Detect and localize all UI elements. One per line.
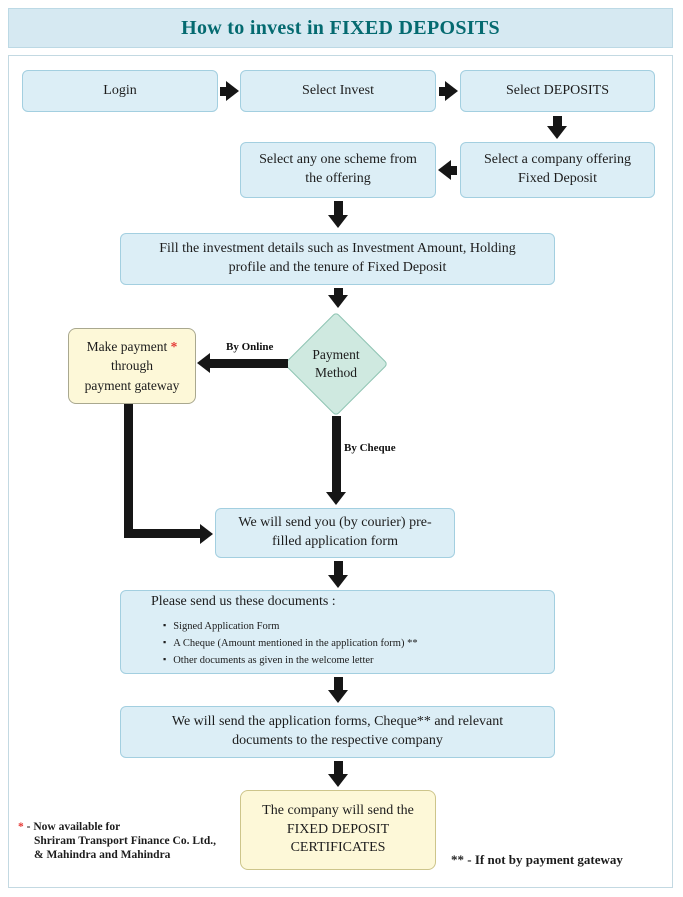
node-select-scheme: Select any one scheme from the offering [240,142,436,198]
footnote-text: - Now available for [26,821,121,833]
node-certificates: The company will send the FIXED DEPOSIT … [240,790,436,870]
footnote-left-line1: * - Now available for [18,820,216,834]
arrow-head [328,575,348,588]
arrow-shaft [552,116,562,126]
arrow-right-icon [439,81,458,101]
arrow-shaft [331,416,341,492]
arrow-shaft [333,288,343,295]
arrow-down-icon [328,761,348,787]
payment-method-label: Payment Method [299,327,373,401]
documents-title: Please send us these documents : [151,593,336,609]
footnote-left-line2: Shriram Transport Finance Co. Ltd., [34,835,216,847]
arrow-right-icon [220,81,239,101]
footnote-left-line3: & Mahindra and Mahindra [34,849,171,861]
node-select-invest: Select Invest [240,70,436,112]
arrow-down-icon [328,201,348,228]
edge-label-by-cheque: By Cheque [344,442,396,454]
arrow-head [328,215,348,228]
asterisk-marker: * [170,338,178,354]
arrow-shaft [333,761,343,774]
page-title: How to invest in FIXED DEPOSITS [181,16,500,39]
edge-label-by-online: By Online [226,341,274,353]
list-item: Signed Application Form [163,620,418,634]
arrow-head [445,81,458,101]
arrow-down-icon [328,288,348,308]
arrow-shaft [220,86,226,96]
make-payment-line2: through [111,358,153,374]
arrow-down-icon [547,116,567,139]
arrow-down-icon [328,561,348,588]
header-bar: How to invest in FIXED DEPOSITS [8,8,673,48]
node-fill-details: Fill the investment details such as Inve… [120,233,555,285]
arrow-shaft [439,86,445,96]
connector-horizontal-segment [124,529,200,538]
arrow-head [197,353,210,373]
arrow-right-icon [200,524,213,544]
arrow-shaft [451,165,457,175]
node-select-deposits: Select DEPOSITS [460,70,655,112]
arrow-shaft [333,561,343,575]
arrow-left-icon [438,160,457,180]
arrow-head [328,774,348,787]
node-send-to-company: We will send the application forms, Cheq… [120,706,555,758]
list-item: Other documents as given in the welcome … [163,654,418,668]
make-payment-line3: payment gateway [84,377,180,393]
arrow-shaft [210,358,288,368]
footnote-left: * - Now available for Shriram Transport … [18,820,216,862]
arrow-down-icon [326,416,346,505]
arrow-left-icon [197,353,288,373]
node-payment-method: Payment Method [283,311,389,417]
arrow-head [547,126,567,139]
arrow-head [328,690,348,703]
make-payment-line1: Make payment * [87,337,178,357]
payment-method-text: Payment Method [312,347,360,380]
documents-list: Signed Application Form A Cheque (Amount… [151,617,418,672]
arrow-head [326,492,346,505]
connector-vertical-segment [124,404,133,538]
node-login: Login [22,70,218,112]
arrow-head [226,81,239,101]
list-item: A Cheque (Amount mentioned in the applic… [163,637,417,651]
make-payment-text: Make payment [86,338,168,354]
arrow-shaft [333,677,343,690]
arrow-head [328,295,348,308]
footnote-right: ** - If not by payment gateway [451,852,623,867]
arrow-shaft [333,201,343,215]
arrow-head [438,160,451,180]
node-make-payment: Make payment * through payment gateway [68,328,196,404]
asterisk-marker: * [18,821,24,833]
node-courier: We will send you (by courier) pre-filled… [215,508,455,558]
node-documents: Please send us these documents : Signed … [120,590,555,674]
arrow-down-icon [328,677,348,703]
node-select-company: Select a company offering Fixed Deposit [460,142,655,198]
